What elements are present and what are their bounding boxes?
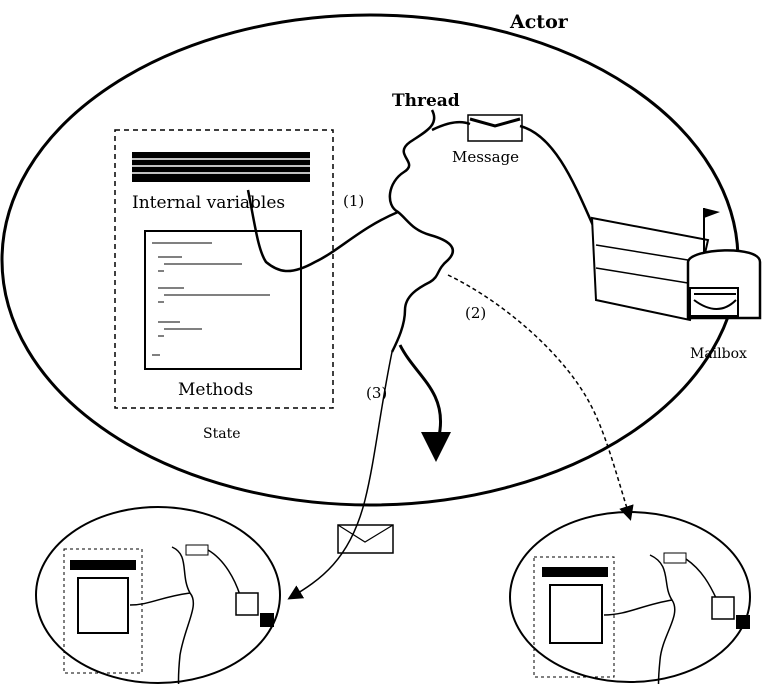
right-actor (510, 512, 750, 684)
internal-variables-label: Internal variables (132, 193, 285, 213)
state-label: State (203, 426, 240, 442)
step2-label: (2) (465, 304, 486, 322)
actor-label: Actor (509, 11, 569, 33)
methods-code-box (145, 231, 301, 369)
thread-branch-local-path (400, 345, 441, 456)
mailbox-flag-icon (704, 208, 720, 218)
mailbox-label: Mailbox (690, 346, 747, 362)
step1-label: (1) (343, 192, 364, 210)
message-to-mailbox-path (520, 126, 595, 230)
thread-label: Thread (392, 91, 460, 111)
thread-to-message-path (432, 122, 470, 130)
left-actor (36, 507, 280, 684)
message-envelope (468, 115, 522, 141)
thread-path (390, 110, 453, 352)
methods-label: Methods (178, 380, 253, 400)
internal-variables-block (132, 152, 310, 182)
message-label: Message (452, 148, 519, 166)
outgoing-message-envelope (338, 525, 393, 553)
